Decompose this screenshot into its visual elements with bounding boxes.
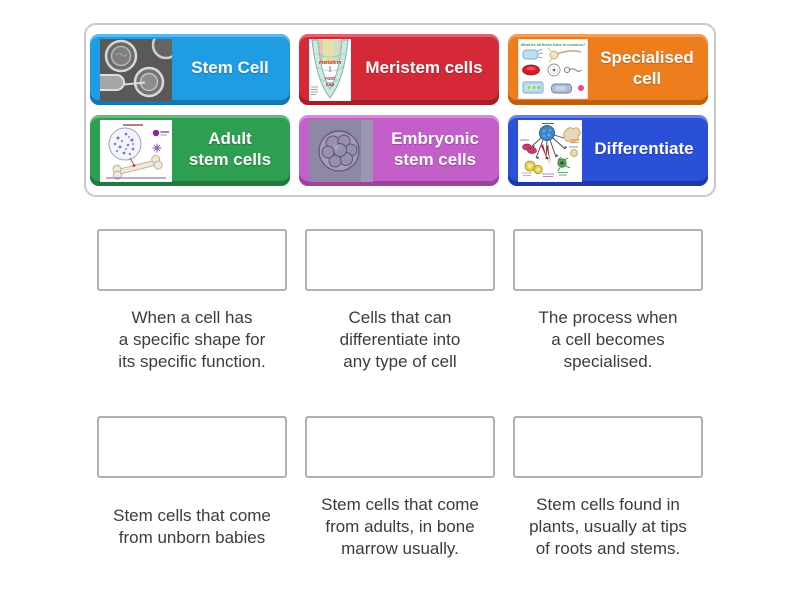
tile-differentiate[interactable]: Differentiate (508, 115, 708, 186)
specialised-cells-image: What do all these have in common? (518, 38, 588, 101)
answer-description-1: When a cell has a specific shape for its… (118, 308, 266, 371)
answer-slot-2[interactable] (305, 229, 495, 291)
tile-label-differentiate: Differentiate (594, 139, 694, 158)
tile-adult-stem-cells[interactable]: Adult stem cells (90, 115, 290, 186)
tile-label-adult-stem-cells: Adult stem cells (188, 128, 272, 169)
answer-item-5: Stem cells that come from adults, in bon… (296, 416, 504, 603)
answer-item-2: Cells that can differentiate into any ty… (296, 229, 504, 416)
answers-grid: When a cell has a specific shape for its… (88, 229, 712, 603)
tile-embryonic-stem-cells[interactable]: Embryonic stem cells (299, 115, 499, 186)
answer-item-4: Stem cells that come from unborn babies (88, 416, 296, 603)
answer-description-4: Stem cells that come from unborn babies (113, 506, 271, 547)
tile-stem-cell[interactable]: Stem Cell (90, 34, 290, 105)
tile-label-stem-cell: Stem Cell (191, 58, 269, 77)
answer-slot-6[interactable] (513, 416, 703, 478)
keywords-panel: Stem Cell meristem root cap (84, 23, 716, 197)
tile-label-embryonic-stem-cells: Embryonic stem cells (391, 128, 479, 169)
meristem-root-tip-image: meristem root cap (309, 38, 351, 101)
answer-slot-5[interactable] (305, 416, 495, 478)
answer-item-1: When a cell has a specific shape for its… (88, 229, 296, 416)
adult-stem-cells-image (100, 119, 172, 182)
answer-item-3: The process when a cell becomes speciali… (504, 229, 712, 416)
answer-description-5: Stem cells that come from adults, in bon… (321, 495, 479, 558)
answer-description-6: Stem cells found in plants, usually at t… (529, 495, 687, 558)
embryo-micrograph-image (309, 119, 373, 182)
tile-label-specialised-cell: Specialised cell (600, 47, 694, 88)
answer-description-2: Cells that can differentiate into any ty… (339, 308, 461, 371)
answer-description-3: The process when a cell becomes speciali… (538, 308, 678, 371)
answer-slot-3[interactable] (513, 229, 703, 291)
answer-item-6: Stem cells found in plants, usually at t… (504, 416, 712, 603)
answer-slot-1[interactable] (97, 229, 287, 291)
stem-cell-micrograph-image (100, 38, 172, 101)
svg-text:meristem: meristem (319, 60, 342, 66)
svg-text:root: root (325, 76, 335, 82)
svg-text:What do all these have in comm: What do all these have in common? (521, 43, 586, 47)
tile-label-meristem-cells: Meristem cells (365, 58, 483, 77)
tile-meristem-cells[interactable]: meristem root cap Meristem cells (299, 34, 499, 105)
svg-text:cap: cap (326, 82, 335, 88)
differentiation-diagram-image (518, 119, 582, 182)
tile-specialised-cell[interactable]: What do all these have in common? (508, 34, 708, 105)
answer-slot-4[interactable] (97, 416, 287, 478)
